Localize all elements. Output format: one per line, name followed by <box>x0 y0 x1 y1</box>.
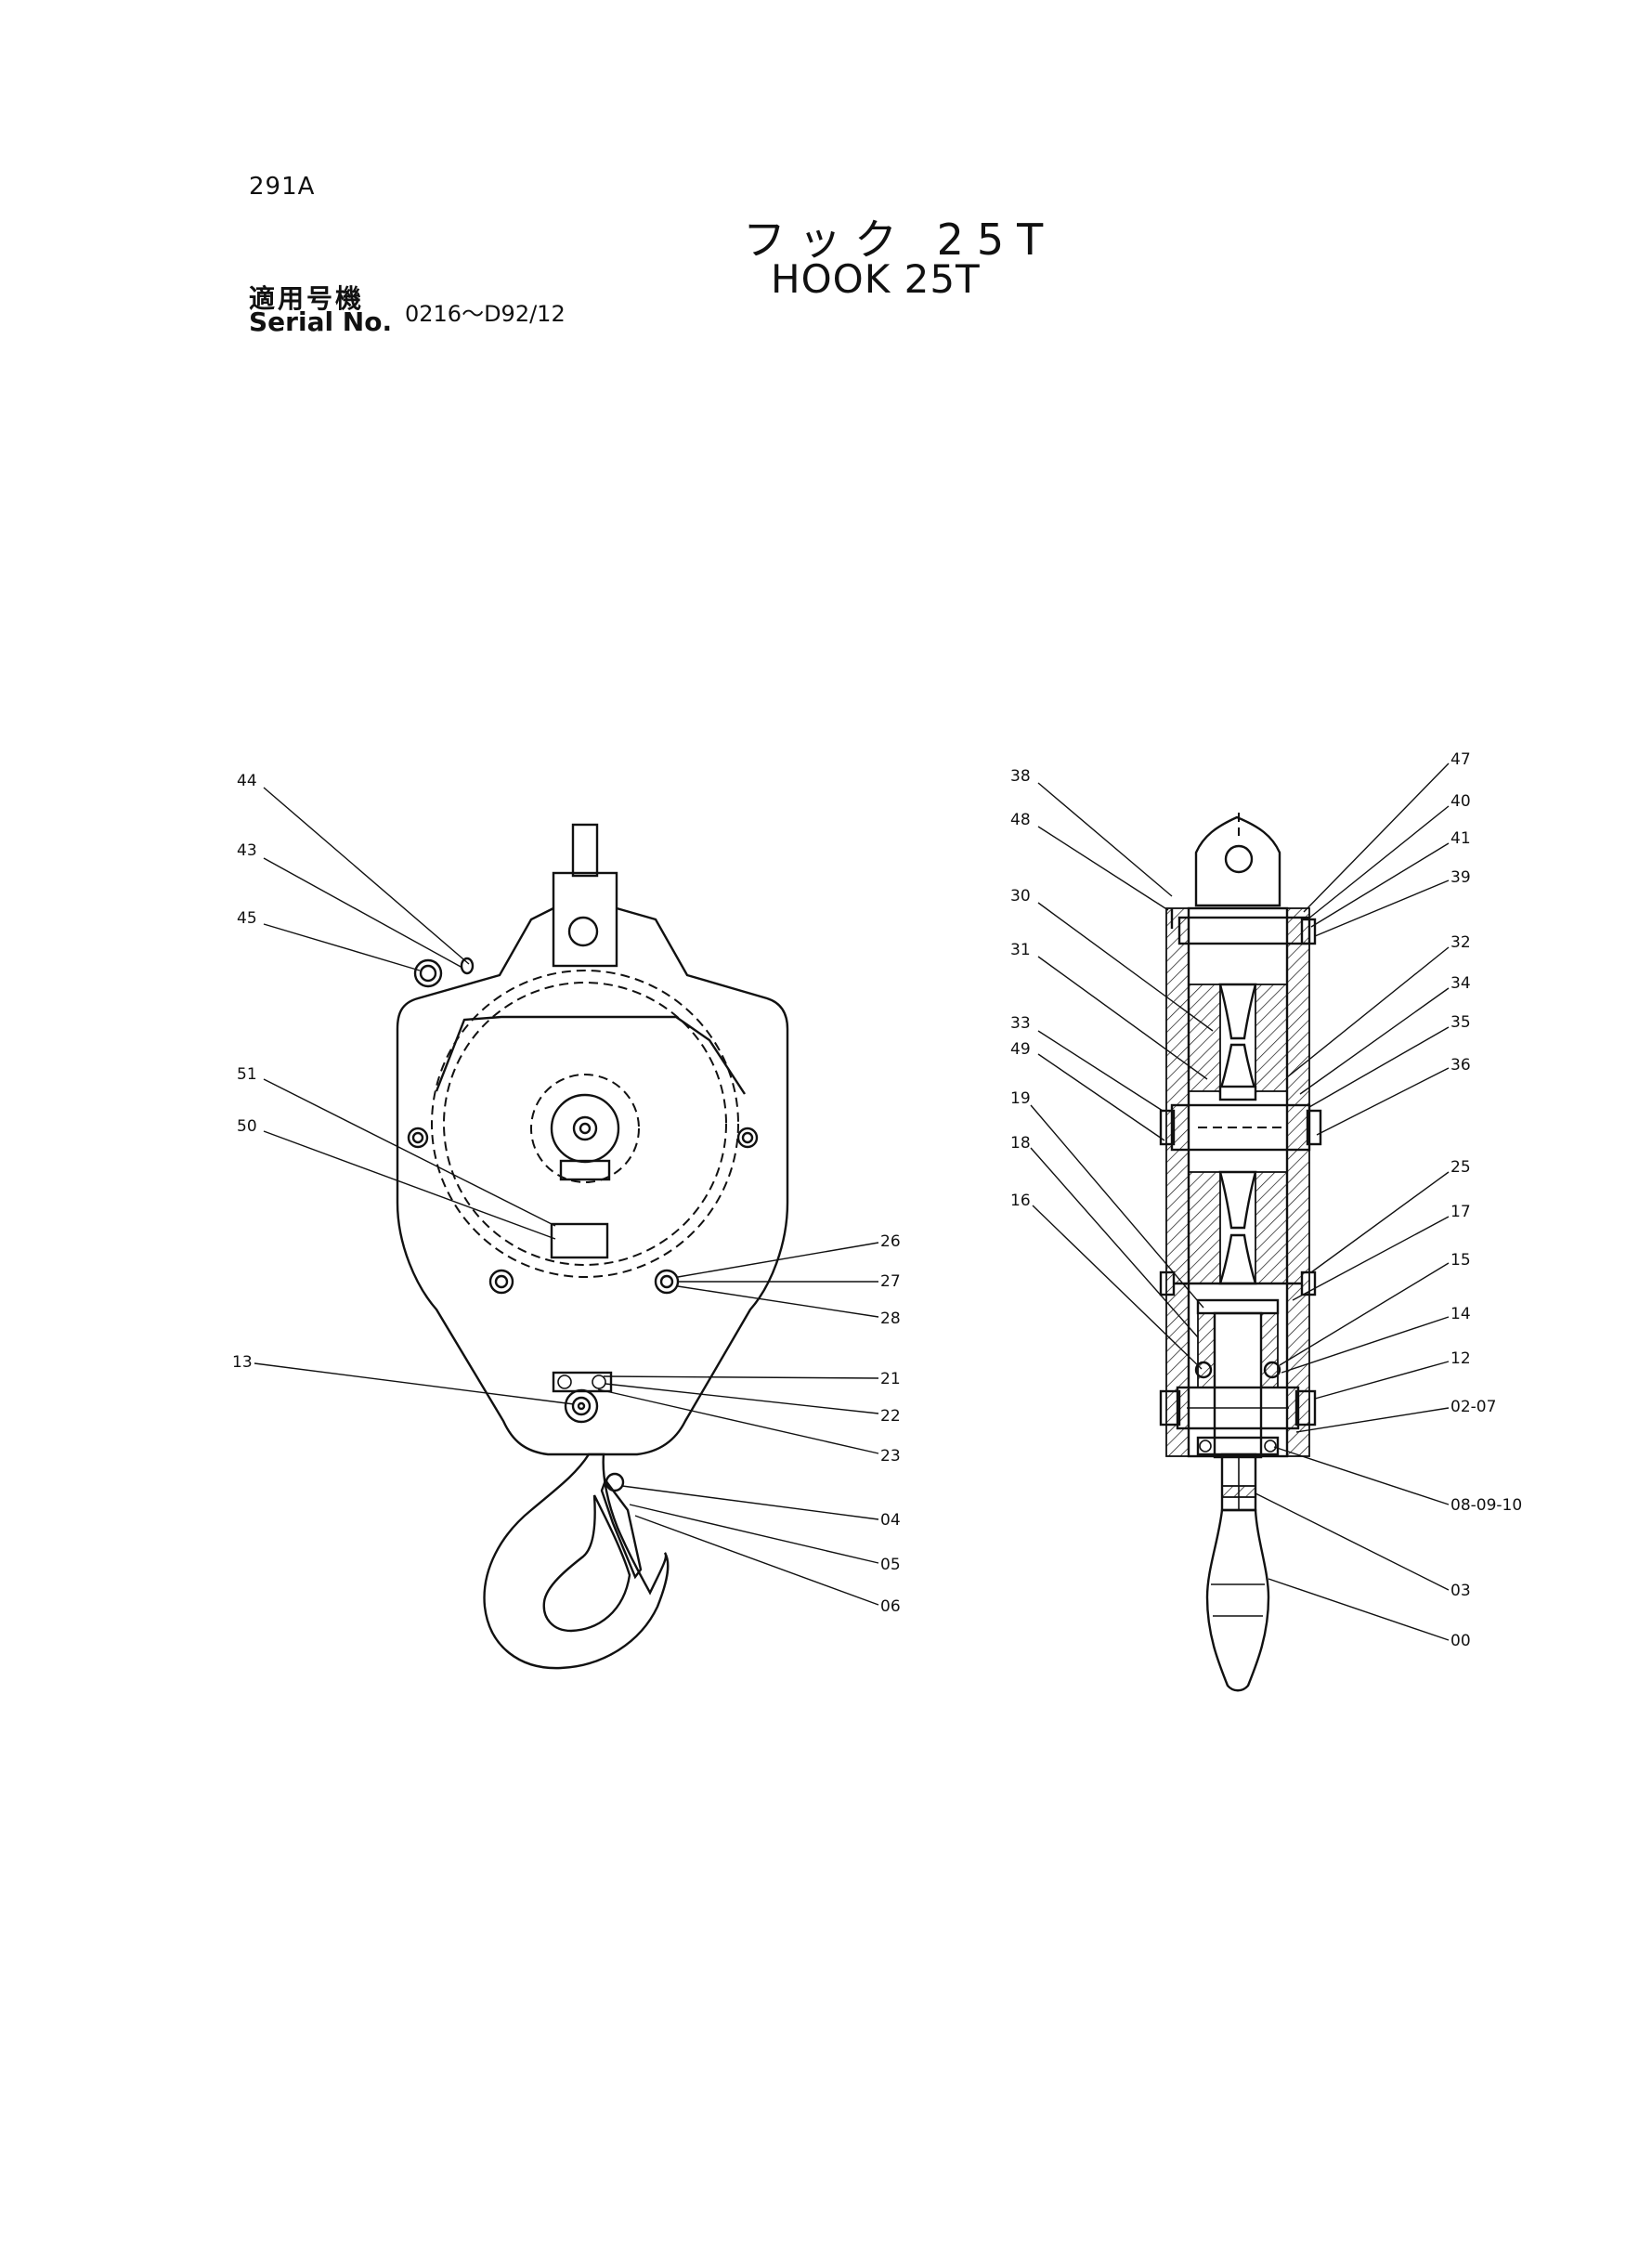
part-label-38: 38 <box>1010 767 1031 786</box>
part-label-30: 30 <box>1010 887 1031 905</box>
part-label-04: 04 <box>880 1511 901 1530</box>
part-label-36: 36 <box>1450 1056 1471 1075</box>
part-label-25: 25 <box>1450 1158 1471 1177</box>
part-label-26: 26 <box>880 1232 901 1251</box>
page-title-japanese: フック 25T <box>743 215 1057 265</box>
part-label-47: 47 <box>1450 750 1471 769</box>
part-label-28: 28 <box>880 1309 901 1328</box>
side-view-callouts-left: 38 48 30 31 33 49 19 18 16 <box>1010 767 1214 1370</box>
part-label-44: 44 <box>237 772 257 790</box>
part-label-08-09-10: 08-09-10 <box>1450 1496 1522 1515</box>
part-label-02-07: 02-07 <box>1450 1398 1496 1416</box>
part-label-49: 49 <box>1010 1040 1031 1059</box>
part-label-00: 00 <box>1450 1632 1471 1650</box>
front-view <box>396 823 789 1670</box>
part-label-23: 23 <box>880 1447 901 1466</box>
part-label-15: 15 <box>1450 1251 1471 1270</box>
serial-range: 0216～D92/12 <box>405 301 566 327</box>
part-label-32: 32 <box>1450 933 1471 952</box>
side-view <box>1159 813 1322 1692</box>
part-label-17: 17 <box>1450 1203 1471 1221</box>
part-label-12: 12 <box>1450 1349 1471 1368</box>
part-label-05: 05 <box>880 1556 901 1574</box>
front-view-callouts: 44 43 45 51 50 26 27 28 13 21 22 23 04 0… <box>232 772 901 1616</box>
part-label-51: 51 <box>237 1065 257 1084</box>
part-label-19: 19 <box>1010 1089 1031 1108</box>
part-label-43: 43 <box>237 841 257 860</box>
part-label-48: 48 <box>1010 811 1031 829</box>
part-label-18: 18 <box>1010 1134 1031 1153</box>
part-label-14: 14 <box>1450 1305 1471 1323</box>
part-label-39: 39 <box>1450 868 1471 887</box>
part-label-13: 13 <box>232 1353 253 1372</box>
part-label-27: 27 <box>880 1272 901 1291</box>
part-label-33: 33 <box>1010 1014 1031 1033</box>
page-code: 291A <box>249 173 316 201</box>
part-label-31: 31 <box>1010 941 1031 959</box>
side-view-callouts-right: 47 40 41 39 32 34 35 36 25 17 15 14 12 0… <box>1255 750 1522 1650</box>
part-label-21: 21 <box>880 1370 901 1388</box>
part-label-45: 45 <box>237 909 257 928</box>
part-label-50: 50 <box>237 1117 257 1136</box>
serial-label-english: Serial No. <box>249 306 393 337</box>
part-label-34: 34 <box>1450 974 1471 993</box>
part-label-22: 22 <box>880 1407 901 1426</box>
part-label-41: 41 <box>1450 829 1471 848</box>
part-label-35: 35 <box>1450 1013 1471 1032</box>
part-label-06: 06 <box>880 1597 901 1616</box>
part-label-16: 16 <box>1010 1192 1031 1210</box>
serial-label-japanese: 適用号機 <box>249 283 365 314</box>
part-label-03: 03 <box>1450 1582 1471 1600</box>
part-label-40: 40 <box>1450 792 1471 811</box>
page-title-english: HOOK 25T <box>771 256 981 302</box>
